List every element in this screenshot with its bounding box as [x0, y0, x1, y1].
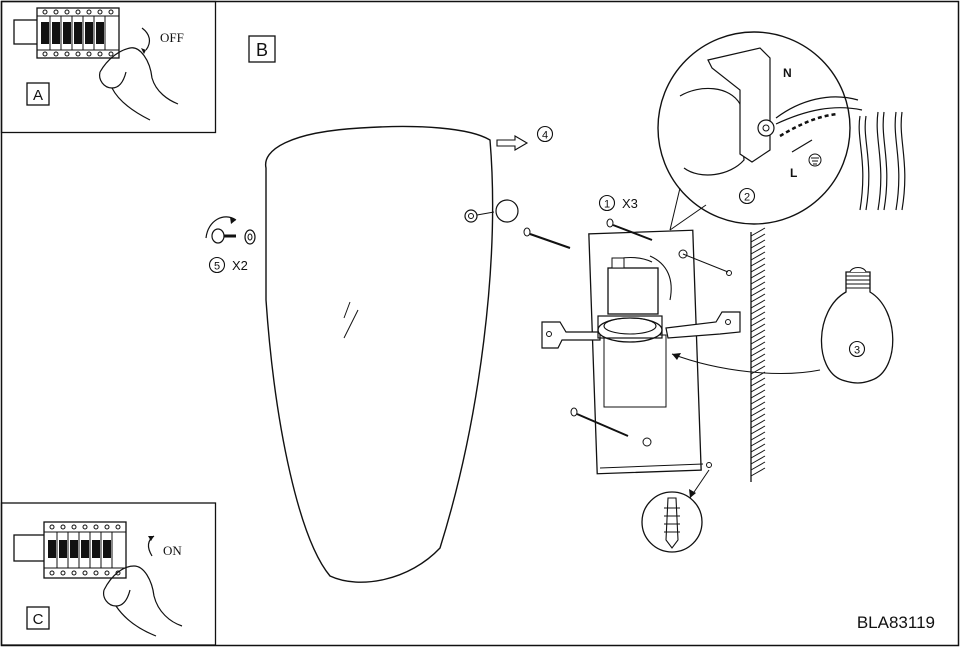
step-2-marker: [738, 187, 756, 205]
screw-left: [523, 227, 571, 249]
wall-plug-detail: [641, 469, 710, 553]
svg-text:1: 1: [604, 199, 610, 211]
breaker-box-c: [13, 521, 127, 579]
wall: [750, 227, 766, 482]
panel-a-letter-box: [26, 82, 50, 106]
svg-text:3: 3: [854, 345, 860, 357]
panel-c-state-text: ON: [163, 543, 182, 558]
loose-wires: [858, 111, 906, 211]
svg-text:2: 2: [744, 192, 750, 204]
mounting-plate: [588, 229, 704, 475]
screw-top: [606, 218, 653, 241]
live-label: L: [790, 166, 797, 180]
step-4-marker: [536, 125, 554, 143]
wiring-detail: [657, 31, 863, 231]
screw-bottom: [570, 407, 629, 437]
rotate-arrow-a-icon: [141, 27, 151, 51]
panel-c-letter: C: [33, 611, 44, 628]
panel-a-letter: A: [33, 87, 43, 104]
bracket-left: [541, 321, 601, 349]
panel-a-state-text: OFF: [160, 30, 184, 45]
lamp-holder: [597, 255, 672, 343]
shade-screw: [464, 209, 478, 223]
panel-a: OFF A: [0, 0, 217, 134]
step-5-qty: X2: [232, 258, 248, 273]
glass-shade: [264, 125, 494, 583]
step-5-marker: [208, 256, 226, 274]
svg-text:4: 4: [542, 130, 548, 142]
hand-a: [99, 47, 179, 105]
panel-b-letter: B: [256, 40, 268, 60]
hand-c: [103, 565, 183, 627]
model-code: BLA83119: [857, 613, 935, 632]
step-3-marker: [848, 340, 866, 358]
step-1-qty: X3: [622, 196, 638, 211]
panel-b-letter-box: [248, 35, 276, 63]
step-1-marker: [598, 194, 616, 212]
shade-cap: [495, 199, 519, 223]
thumb-screw: [211, 228, 225, 244]
panel-c-letter-box: [26, 606, 50, 630]
breaker-box-a: [13, 7, 120, 59]
bracket-right: [665, 311, 741, 339]
svg-text:5: 5: [214, 261, 220, 273]
neutral-label: N: [783, 66, 792, 80]
washer: [244, 229, 256, 245]
panel-c: ON C: [0, 502, 217, 646]
light-bulb: [820, 267, 894, 384]
direction-arrow-icon: [496, 135, 529, 151]
